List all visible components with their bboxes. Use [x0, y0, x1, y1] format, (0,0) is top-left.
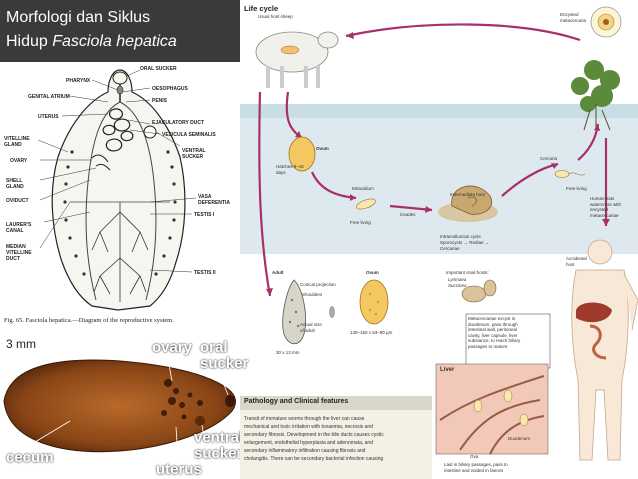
label-succinea: Succinea	[448, 283, 467, 288]
label-actual-size: Actual size of adult	[300, 322, 322, 333]
label-ovum: Ovum	[316, 146, 329, 151]
label-uterus: UTERUS	[38, 114, 59, 120]
label-invades: invades	[400, 212, 416, 217]
slide-title: Morfologi dan Siklus Hidup Fasciola hepa…	[0, 0, 240, 62]
label-miracidium: Miracidium	[352, 186, 374, 191]
metacercariae-note: Metacercariae excyst in duodenum, pass t…	[468, 316, 548, 349]
label-oesophagus: OESOPHAGUS	[152, 86, 188, 92]
label-ovum-size: 130–150 x 63–90 µm	[350, 330, 393, 335]
arrow-sheep-to-adult	[258, 91, 272, 297]
label-ova: Ova	[470, 454, 479, 459]
label-ejaculatory-duct: EJACULATORY DUCT	[152, 120, 205, 126]
ova-text-line-1: Laid in biliary passages, pass to	[444, 462, 508, 467]
label-adult: Adult	[272, 270, 284, 275]
label-accidental-host: Accidental host	[566, 256, 587, 267]
meta-line: intestinal wall, peritoneal	[468, 327, 518, 332]
label-cercaria: Cercaria	[540, 156, 558, 161]
title-line-1: Morfologi dan Siklus	[6, 9, 151, 26]
label-free-living-1: Free living	[350, 220, 371, 225]
label-oral-sucker: ORAL SUCKER	[140, 66, 177, 72]
ova-text-line-2: intestine and voided in faeces	[444, 468, 504, 473]
watercress-illustration	[571, 60, 620, 112]
pathology-line: mechanical and toxic irritation with tox…	[244, 424, 373, 430]
label-vesicula-seminalis: VESICULA SEMINALIS	[162, 132, 216, 138]
meta-line: duodenum, pass through	[468, 321, 518, 327]
label-ovum-2: Ovum	[366, 270, 379, 275]
label-lymnaea: Lymnaea	[448, 277, 467, 282]
label-oviduct: OVIDUCT	[6, 198, 29, 204]
label-free-living-2: Free living	[566, 186, 587, 191]
photo-label-ovary: ovary	[152, 339, 193, 356]
fluke-photo	[3, 350, 236, 460]
meta-line: passages to mature	[468, 343, 508, 349]
arrow-cress-to-sheep	[345, 23, 581, 42]
label-snail-hosts: Important snail hosts:	[446, 270, 489, 275]
pathology-line: secondary fibrosis. Development in the b…	[244, 432, 384, 438]
label-intermediate-host: Intermediate host	[450, 192, 485, 197]
label-conical: Conical projection	[300, 282, 336, 287]
life-cycle-diagram	[240, 0, 638, 479]
liver-inset	[435, 363, 549, 455]
label-testis-1: TESTIS I	[194, 212, 215, 218]
label-genital-atrium: GENITAL ATRIUM	[28, 94, 70, 100]
title-species: Fasciola hepatica	[52, 33, 177, 50]
anatomy-diagram	[37, 69, 197, 311]
label-intramolluscan: Intramolluscan cycle	[440, 234, 481, 239]
adult-fluke-illustration	[282, 279, 306, 345]
label-sporocysts: Sporocysts → Rediae → Cercariae	[440, 240, 490, 251]
photo-label-uterus: uterus	[156, 461, 202, 478]
pathology-header	[240, 396, 432, 410]
label-testis-2: TESTIS II	[194, 270, 216, 276]
label-ventral-sucker: VENTRAL SUCKER	[182, 148, 206, 160]
meta-line: cavity, liver capsule, liver	[468, 332, 518, 338]
label-adult-size: 30 x 13 mm	[276, 350, 300, 355]
label-laurers-canal: LAURER'S CANAL	[6, 222, 32, 234]
label-liver: Liver	[440, 367, 455, 373]
water-area	[240, 104, 638, 254]
label-hatches: Hatches 9–15 days	[276, 164, 304, 175]
photo-label-oral-sucker: oral sucker	[200, 339, 249, 372]
snail-illustration	[438, 185, 498, 222]
title-line-2: Hidup Fasciola hepatica	[6, 32, 177, 52]
pathology-line: cholangitis. There can be secondary bact…	[244, 456, 384, 462]
label-usual-host: Usual host sheep	[258, 14, 293, 19]
sheep-illustration	[255, 31, 339, 88]
label-vasa-deferentia: VASA DEFERENTIA	[198, 194, 230, 206]
label-shell-gland: SHELL GLAND	[6, 178, 24, 190]
pathology-line: enlargement, endothelial hyperplasia and…	[244, 440, 373, 446]
label-pharynx: PHARYNX	[66, 78, 91, 84]
arrow-miracidium-to-snail	[389, 204, 433, 212]
label-duodenum: Duodenum	[508, 436, 531, 441]
pathology-line: secondary inflammatory infiltration caus…	[244, 448, 366, 454]
title-line-2-plain: Hidup	[6, 33, 53, 50]
pathology-title: Pathology and Clinical features	[244, 398, 349, 405]
pathology-line: Transit of immature worms through the li…	[244, 416, 365, 422]
label-shoulders: Shoulders	[302, 292, 323, 297]
label-vitelline-gland: VITELLINE GLAND	[4, 136, 30, 148]
fluke-outline	[51, 69, 186, 311]
photo-scale-label: 3 mm	[6, 337, 36, 351]
meta-line: Metacercariae excyst in	[468, 316, 516, 321]
photo-label-ventral-sucker: ventral sucker	[194, 429, 244, 462]
label-human-eats: Human eats watercress with encysted meta…	[590, 196, 622, 218]
photo-label-cecum: cecum	[6, 449, 54, 466]
label-median-vitelline-duct: MEDIAN VITELLINE DUCT	[6, 244, 32, 262]
anatomy-caption: Fig. 65. Fasciola hepatica.—Diagram of t…	[4, 317, 174, 324]
label-penis: PENIS	[152, 98, 168, 104]
label-ovary: OVARY	[10, 158, 28, 164]
label-encysted-metacercaria: Encysted metacercaria	[560, 12, 587, 23]
meta-line: substance, to reach biliary	[468, 338, 521, 343]
life-cycle-title: Life cycle	[244, 4, 279, 13]
